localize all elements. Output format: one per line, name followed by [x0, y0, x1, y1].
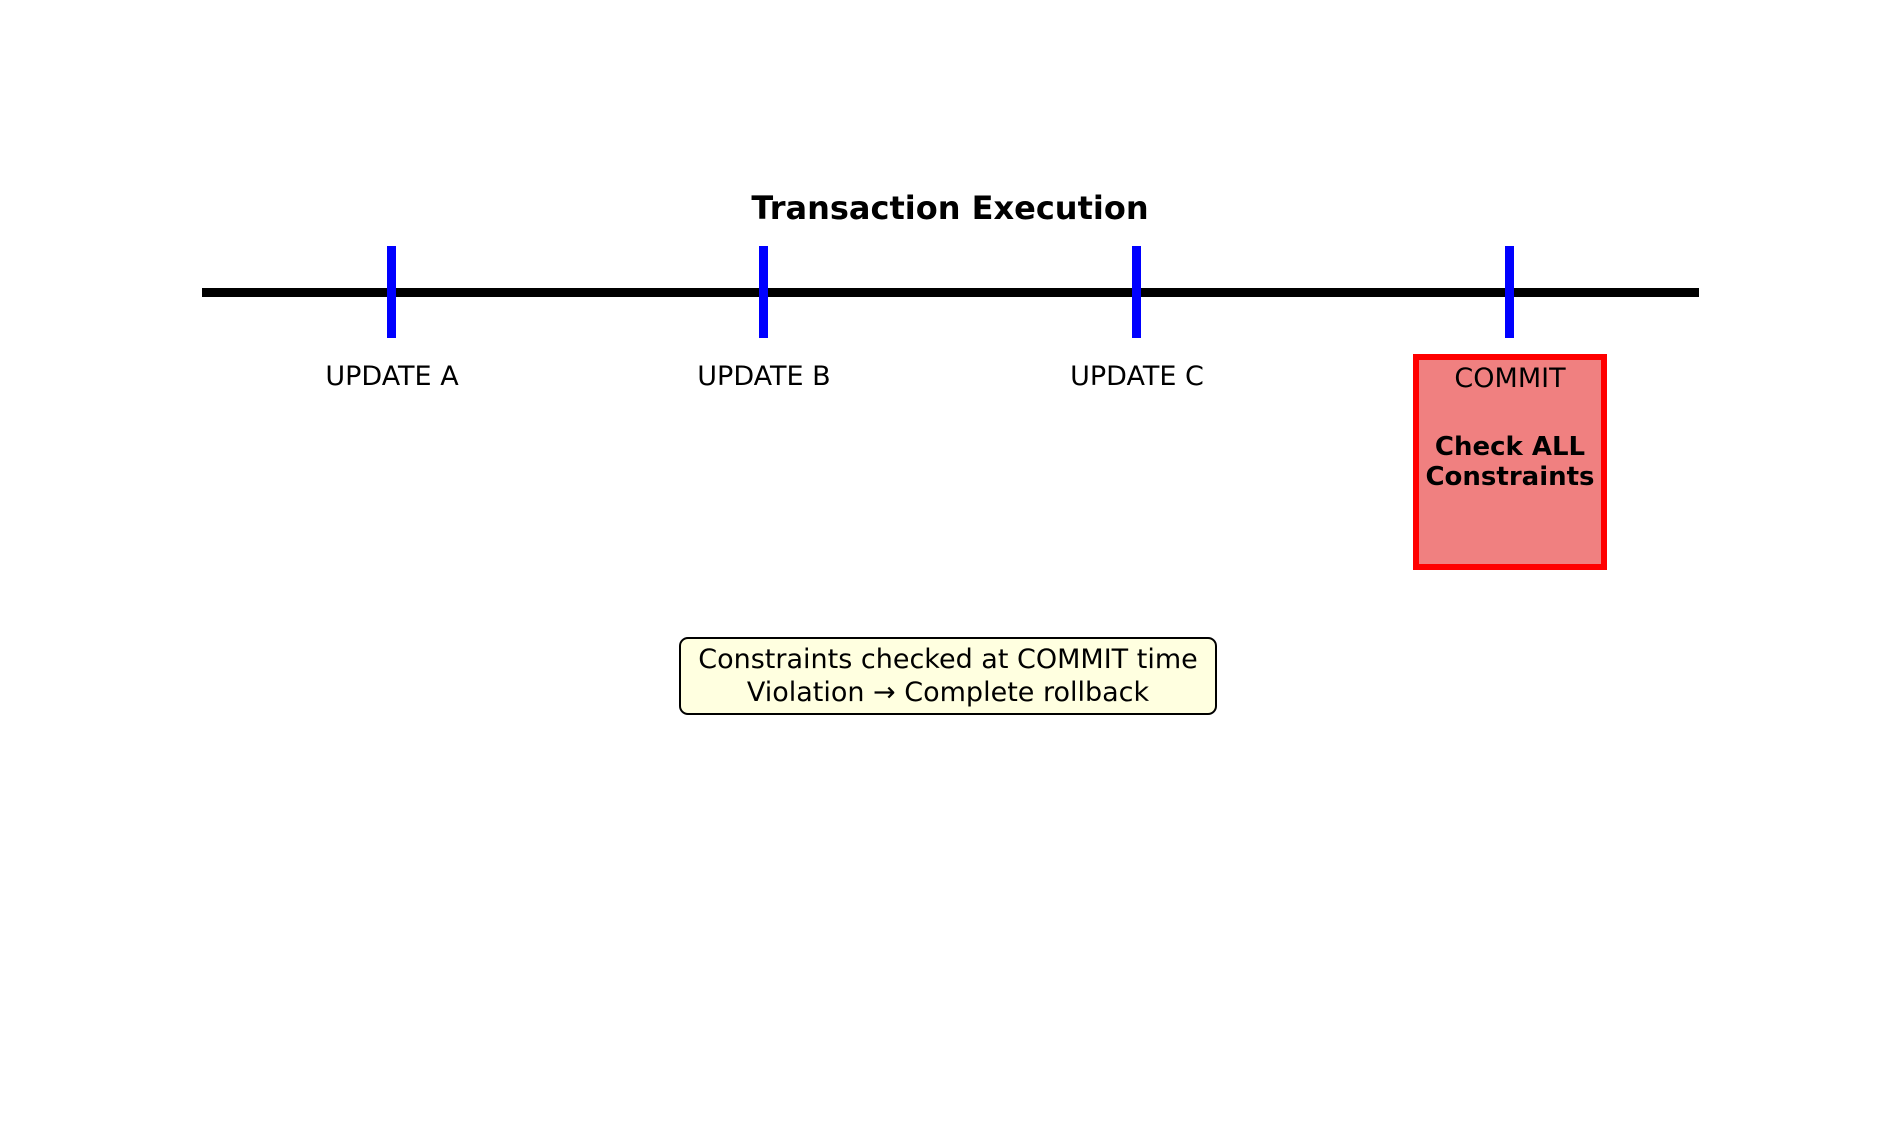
tick-update-b: [759, 246, 768, 338]
commit-box: COMMIT Check ALL Constraints: [1413, 354, 1607, 570]
commit-box-detail: Check ALL Constraints: [1419, 432, 1601, 492]
timeline-line: [202, 288, 1699, 297]
tick-commit: [1505, 246, 1514, 338]
commit-box-detail-line1: Check ALL: [1434, 432, 1586, 462]
commit-box-label: COMMIT: [1454, 363, 1566, 394]
note-line2: Violation → Complete rollback: [746, 677, 1150, 708]
commit-box-detail-line2: Constraints: [1425, 462, 1595, 492]
note-box: Constraints checked at COMMIT time Viola…: [679, 637, 1217, 715]
event-label-update-c: UPDATE C: [1070, 361, 1204, 392]
note-line1: Constraints checked at COMMIT time: [698, 644, 1198, 675]
event-label-update-a: UPDATE A: [325, 361, 459, 392]
event-label-update-b: UPDATE B: [697, 361, 831, 392]
tick-update-c: [1132, 246, 1141, 338]
tick-update-a: [387, 246, 396, 338]
diagram-title: Transaction Execution: [751, 189, 1149, 227]
